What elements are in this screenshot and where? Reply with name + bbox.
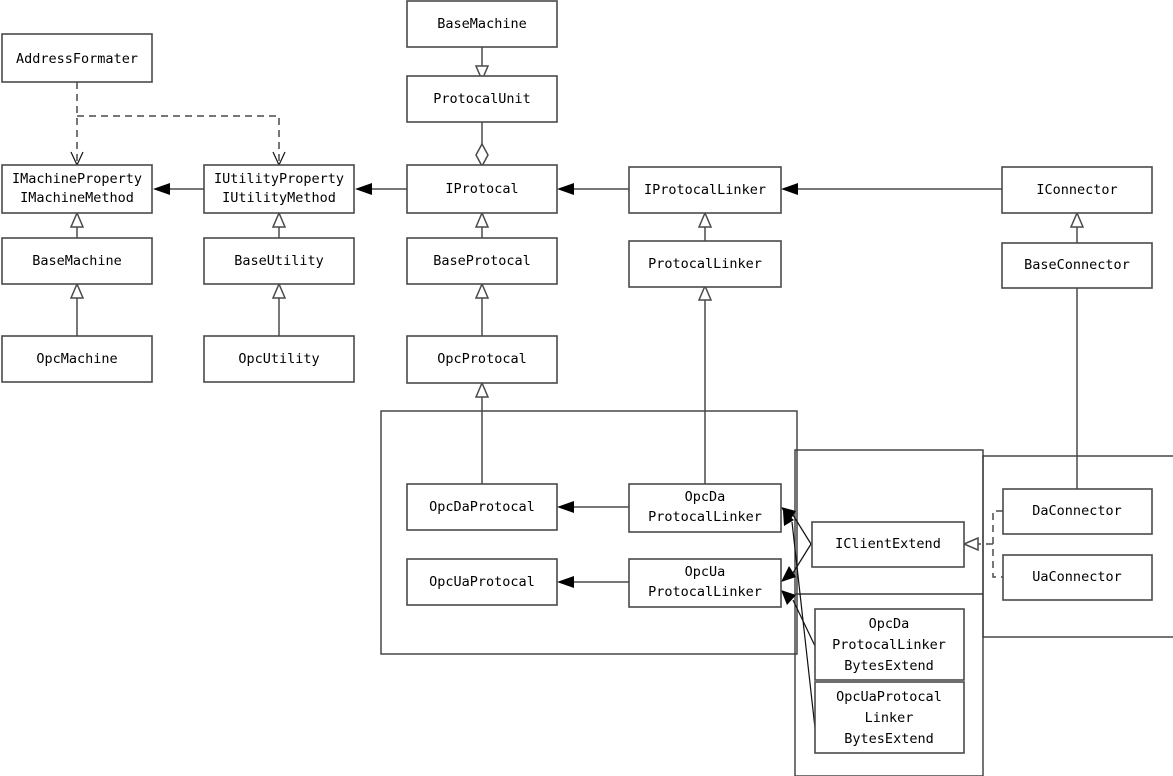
class-label-protocal-unit: ProtocalUnit (433, 91, 531, 107)
class-box-iconnector[interactable]: IConnector (1001, 166, 1153, 214)
class-label-base-machine: BaseMachine (32, 253, 121, 269)
class-box-base-machine[interactable]: BaseMachine (1, 237, 153, 285)
class-box-address-formater[interactable]: AddressFormater (1, 33, 153, 83)
class-box-opc-da-bytes-extend[interactable]: OpcDa ProtocalLinker BytesExtend (814, 608, 965, 681)
triangle-basemachine-protocalunit (474, 65, 490, 82)
class-label-opc-ua-protocal: OpcUaProtocal (429, 574, 535, 590)
edge-connectors-iclientextend-dashed (992, 510, 1003, 578)
triangle-protocallinker-iprotocallinker (697, 211, 713, 228)
class-label-opc-da-bytes-line2: ProtocalLinker (832, 637, 946, 653)
class-label-imachine-property-line1: IMachineProperty (12, 171, 142, 187)
triangle-opcmachine-basemachine (69, 282, 85, 299)
class-label-iclient-extend: IClientExtend (835, 536, 941, 552)
arrowhead-opcdalinker-opcdaprotocal (557, 501, 574, 513)
class-label-ua-connector: UaConnector (1032, 569, 1121, 585)
class-box-iprotocal-linker[interactable]: IProtocalLinker (628, 166, 782, 214)
class-label-opc-protocal: OpcProtocal (437, 351, 526, 367)
class-box-protocal-unit[interactable]: ProtocalUnit (406, 75, 558, 123)
arrowhead-iclientextend-opcualinker (781, 566, 796, 582)
class-label-base-machine-top: BaseMachine (437, 16, 526, 32)
triangle-opcprotocal-baseprotocal (474, 282, 490, 299)
arrowhead-iprotocal-iutility (355, 183, 372, 195)
class-box-base-connector[interactable]: BaseConnector (1001, 242, 1153, 289)
class-box-opc-ua-protocal[interactable]: OpcUaProtocal (406, 558, 558, 606)
class-label-iutility-property-line2: IUtilityMethod (222, 190, 336, 206)
class-box-ua-connector[interactable]: UaConnector (1002, 554, 1153, 601)
class-label-opc-ua-bytes-line3: BytesExtend (844, 731, 933, 747)
triangle-baseconnector-iconnector (1069, 211, 1085, 228)
class-label-base-protocal: BaseProtocal (433, 253, 531, 269)
arrowhead-iprotocallinker-iprotocal (557, 183, 574, 195)
edge-uabytesextend-opcdalinker (791, 521, 816, 729)
triangle-baseprotocal-iprotocal (474, 211, 490, 228)
class-box-da-connector[interactable]: DaConnector (1002, 488, 1153, 535)
class-box-base-machine-top[interactable]: BaseMachine (406, 0, 558, 48)
class-box-iclient-extend[interactable]: IClientExtend (811, 521, 965, 568)
class-box-opc-ua-protocal-linker[interactable]: OpcUa ProtocalLinker (628, 558, 782, 608)
class-label-opc-ua-linker-line1: OpcUa (685, 564, 726, 580)
class-label-iprotocal: IProtocal (445, 181, 518, 197)
class-box-opc-utility[interactable]: OpcUtility (203, 335, 355, 383)
class-label-opc-da-bytes-line1: OpcDa (869, 616, 910, 632)
arrowhead-dabytesextend-opcualinker (781, 590, 796, 605)
class-label-opc-ua-bytes-line1: OpcUaProtocal (836, 689, 942, 705)
edge-iclientextend-opcdalinker (792, 514, 812, 545)
class-label-base-connector: BaseConnector (1024, 257, 1130, 273)
class-label-opc-da-linker-line2: ProtocalLinker (648, 509, 762, 525)
class-label-opc-da-bytes-line3: BytesExtend (844, 658, 933, 674)
class-label-da-connector: DaConnector (1032, 503, 1121, 519)
triangle-basemachine-imachineproperty (69, 211, 85, 228)
arrowhead-opcualinker-opcuaprotocal (557, 576, 574, 588)
class-box-imachine-property[interactable]: IMachineProperty IMachineMethod (1, 164, 153, 214)
class-label-iprotocal-linker: IProtocalLinker (644, 182, 766, 198)
triangle-baseutility-iutilityproperty (271, 211, 287, 228)
connectors-group (982, 455, 1173, 638)
class-box-opc-ua-bytes-extend[interactable]: OpcUaProtocal Linker BytesExtend (814, 681, 965, 754)
class-box-base-utility[interactable]: BaseUtility (203, 237, 355, 285)
triangle-connectors-iclientextend (962, 536, 979, 552)
triangle-opcdaprotocal-opcprotocal (474, 381, 490, 398)
protocal-implementations-group (380, 410, 798, 655)
class-label-base-utility: BaseUtility (234, 253, 323, 269)
class-label-opc-ua-bytes-line2: Linker (865, 710, 914, 726)
triangle-opcdaprotocallinker-protocallinker (697, 284, 713, 301)
class-label-opc-utility: OpcUtility (238, 351, 319, 367)
edge-iclientextend-opcualinker (792, 543, 812, 574)
diamond-protocalunit-iprotocal (475, 142, 489, 168)
class-label-opc-machine: OpcMachine (36, 351, 117, 367)
class-label-address-formater: AddressFormater (16, 51, 138, 67)
class-box-iutility-property[interactable]: IUtilityProperty IUtilityMethod (203, 164, 355, 214)
class-box-iprotocal[interactable]: IProtocal (406, 164, 558, 214)
class-label-iutility-property-line1: IUtilityProperty (214, 171, 344, 187)
class-box-opc-da-protocal[interactable]: OpcDaProtocal (406, 483, 558, 531)
class-label-iconnector: IConnector (1036, 182, 1117, 198)
triangle-opcutility-baseutility (271, 282, 287, 299)
class-label-protocal-linker: ProtocalLinker (648, 256, 762, 272)
edge-dabytesextend-opcualinker (792, 599, 816, 647)
class-box-protocal-linker[interactable]: ProtocalLinker (628, 240, 782, 288)
class-box-opc-machine[interactable]: OpcMachine (1, 335, 153, 383)
edge-addressformater-iutilityproperty (77, 115, 280, 162)
arrowhead-iconnector-iprotocallinker (781, 183, 798, 195)
class-box-opc-da-protocal-linker[interactable]: OpcDa ProtocalLinker (628, 483, 782, 533)
arrowhead-uabytesextend-opcdalinker (783, 511, 794, 526)
class-label-opc-da-linker-line1: OpcDa (685, 489, 726, 505)
class-label-imachine-property-line2: IMachineMethod (20, 190, 134, 206)
arrowhead-iclientextend-opcdalinker (781, 507, 796, 522)
class-box-opc-protocal[interactable]: OpcProtocal (406, 335, 558, 384)
class-label-opc-da-protocal: OpcDaProtocal (429, 499, 535, 515)
arrowhead-iutility-imachine (153, 183, 170, 195)
class-box-base-protocal[interactable]: BaseProtocal (406, 237, 558, 285)
class-label-opc-ua-linker-line2: ProtocalLinker (648, 584, 762, 600)
